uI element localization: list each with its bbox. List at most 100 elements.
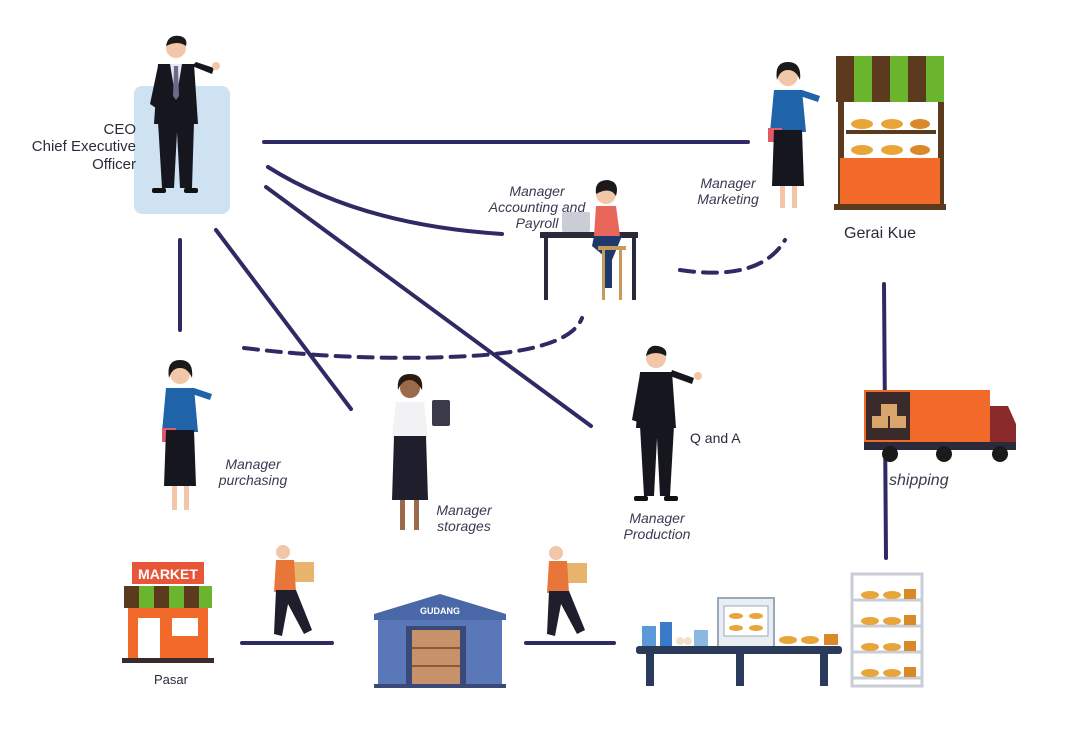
oven-window [723, 605, 769, 637]
cake-box [824, 634, 838, 645]
storages-label-line: storages [437, 518, 491, 535]
pasar-label: Pasar [154, 672, 188, 687]
ceo-label-line: CEO [103, 121, 136, 138]
purchasing-skirt [164, 430, 196, 486]
manager-accounting-figure [540, 180, 638, 300]
connector-ceo-storages [214, 228, 353, 411]
marketing-hair [776, 62, 801, 80]
production-shoe [634, 496, 648, 501]
marketing-label-line: Marketing [697, 191, 759, 208]
ceo-figure [134, 35, 230, 214]
ceo-label-line: Chief Executive [31, 138, 136, 156]
market-sign-board [132, 562, 204, 584]
storages-top [392, 402, 428, 438]
accounting-label-line: Payroll [515, 215, 559, 232]
conveyor-belt [636, 646, 842, 654]
manager-storages-label: Manager storages [424, 502, 504, 534]
delivery-truck-icon [864, 390, 1016, 462]
awning-stripe [926, 56, 944, 102]
manager-storages-figure [392, 374, 450, 530]
cake [910, 145, 930, 155]
purchasing-top [162, 388, 198, 432]
awning-stripe [908, 56, 926, 102]
rack-frame [850, 572, 924, 688]
purchasing-label-line: Manager [225, 456, 281, 472]
bread [883, 669, 901, 677]
marketing-leg-left [780, 186, 785, 208]
marketing-arm [800, 90, 820, 102]
awning-stripe [124, 586, 139, 608]
q-and-a-label: Q and A [690, 430, 741, 446]
worker-legs [547, 591, 585, 636]
ceo-hair [166, 35, 187, 46]
manager-accounting-label: Manager Accounting and Payroll [478, 183, 596, 231]
production-hand [694, 372, 702, 380]
worker-carrier-1 [274, 545, 314, 636]
manager-marketing-figure [768, 62, 820, 208]
bread [861, 617, 879, 625]
purchasing-leg-right [184, 486, 189, 510]
bread [729, 625, 743, 631]
truck-box [881, 404, 897, 416]
connector-accounting-marketing-dashed [678, 238, 787, 275]
market-awning [124, 586, 212, 608]
bread [749, 613, 763, 619]
connector-ceo-production [264, 185, 593, 428]
production-hair [646, 345, 667, 356]
desk-leg [632, 238, 636, 300]
bread [749, 625, 763, 631]
awning-stripe [836, 56, 854, 102]
market-sign-text: MARKET [138, 566, 198, 582]
gerai-kue-label: Gerai Kue [844, 225, 917, 242]
production-label-line: Manager [629, 510, 685, 526]
connector-ceo-accounting [266, 165, 504, 236]
manager-purchasing-figure [162, 360, 212, 510]
conveyor-leg [736, 654, 744, 686]
connector-accounting-purchasing-dashed [242, 316, 584, 360]
stall-counter [840, 158, 940, 204]
stall-post-left [838, 96, 844, 206]
bread [861, 591, 879, 599]
awning-stripe [199, 586, 212, 608]
production-shoe [664, 496, 678, 501]
accounting-label-line: Manager [509, 183, 565, 199]
stall-base [834, 204, 946, 210]
production-arm-right [670, 370, 694, 384]
egg [676, 637, 684, 645]
storages-skirt [392, 436, 428, 500]
bread [883, 617, 901, 625]
ceo-shoe-right [184, 188, 198, 193]
awning-stripe [872, 56, 890, 102]
truck-chassis [864, 442, 1016, 450]
ceo-tie [173, 66, 179, 100]
awning-stripe [169, 586, 184, 608]
cake [910, 119, 930, 129]
cake [881, 145, 903, 155]
warehouse-base [374, 684, 506, 688]
manager-purchasing-label: Manager purchasing [208, 456, 298, 488]
marketing-top [770, 90, 806, 132]
ingredient-bottle [660, 622, 672, 646]
tablet-icon [432, 400, 450, 426]
worker-shirt [274, 560, 296, 592]
market-door [138, 618, 160, 658]
purchasing-arm [192, 388, 212, 400]
awning-stripe [854, 56, 872, 102]
production-arm-left [632, 374, 646, 422]
storages-leg-left [400, 500, 405, 530]
accounting-label-line: Accounting and [488, 199, 586, 216]
accounting-legs [592, 236, 622, 288]
bread [861, 643, 879, 651]
storages-leg-right [414, 500, 419, 530]
storages-label-line: Manager [436, 502, 492, 518]
product-rack [850, 572, 924, 688]
awning-stripe [154, 586, 169, 608]
stall-post-right [938, 96, 944, 206]
worker-box [563, 563, 587, 583]
cake [881, 119, 903, 129]
stall-shelf [846, 130, 936, 134]
egg [684, 637, 692, 645]
stall-awning [836, 56, 944, 102]
production-conveyor [636, 597, 842, 686]
ceo-legs [158, 122, 194, 188]
